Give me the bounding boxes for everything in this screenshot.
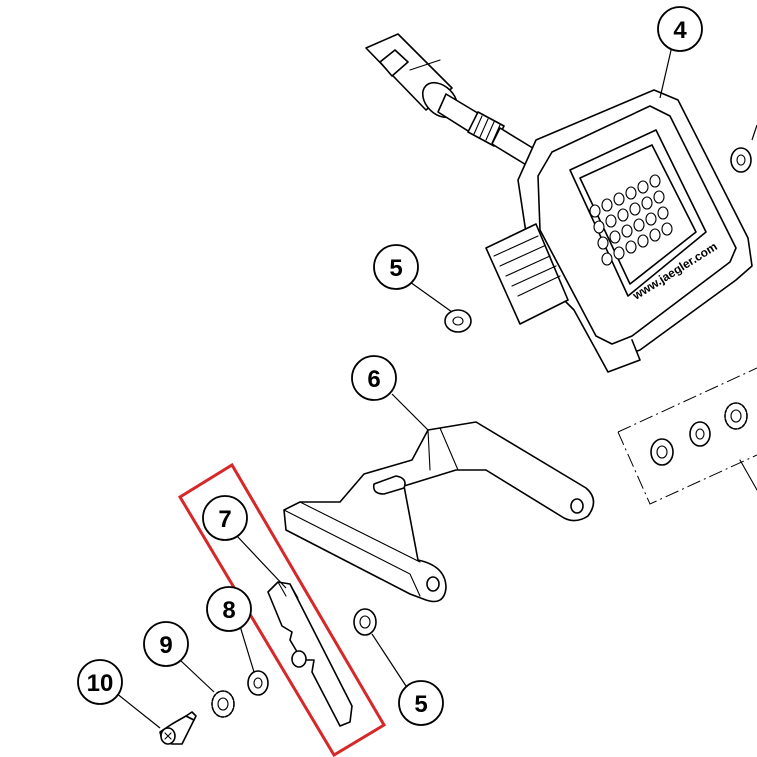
mounting-bracket [283, 421, 595, 603]
callout-4-label: 4 [673, 17, 687, 44]
washer-lower [353, 608, 377, 636]
callout-5-upper-label: 5 [389, 255, 402, 282]
callout-6-label: 6 [367, 366, 380, 393]
lock-washer-part-9 [211, 690, 235, 718]
shim-plate [267, 581, 353, 727]
callout-7-label: 7 [218, 506, 231, 533]
hardware-detail-box [617, 367, 757, 505]
callout-4: 4 [657, 6, 703, 52]
washer-part-8 [247, 670, 269, 696]
callout-9: 9 [143, 621, 189, 667]
callout-9-label: 9 [159, 632, 172, 659]
callout-10: 10 [77, 659, 123, 705]
washer-detail-2 [689, 421, 711, 447]
leader-lines [115, 45, 673, 729]
callout-6: 6 [351, 355, 397, 401]
callout-5-lower-label: 5 [414, 691, 427, 718]
highlight-box [177, 462, 387, 757]
led-work-light: www.jaegler.com [365, 33, 753, 373]
light-heatsink-fins [485, 223, 569, 325]
washer-detail-1 [650, 438, 674, 466]
led-array [589, 174, 673, 266]
callout-5-lower: 5 [398, 680, 444, 726]
callout-10-label: 10 [87, 670, 114, 697]
washer-upper [444, 309, 472, 333]
washer-top-right [730, 147, 752, 173]
light-connector-cable [365, 33, 537, 167]
bolt-part-10 [159, 711, 197, 745]
callout-8-label: 8 [222, 597, 235, 624]
callout-7: 7 [202, 495, 248, 541]
lock-washer-detail [724, 402, 748, 430]
callout-8: 8 [206, 586, 252, 632]
callout-5-upper: 5 [373, 244, 419, 290]
